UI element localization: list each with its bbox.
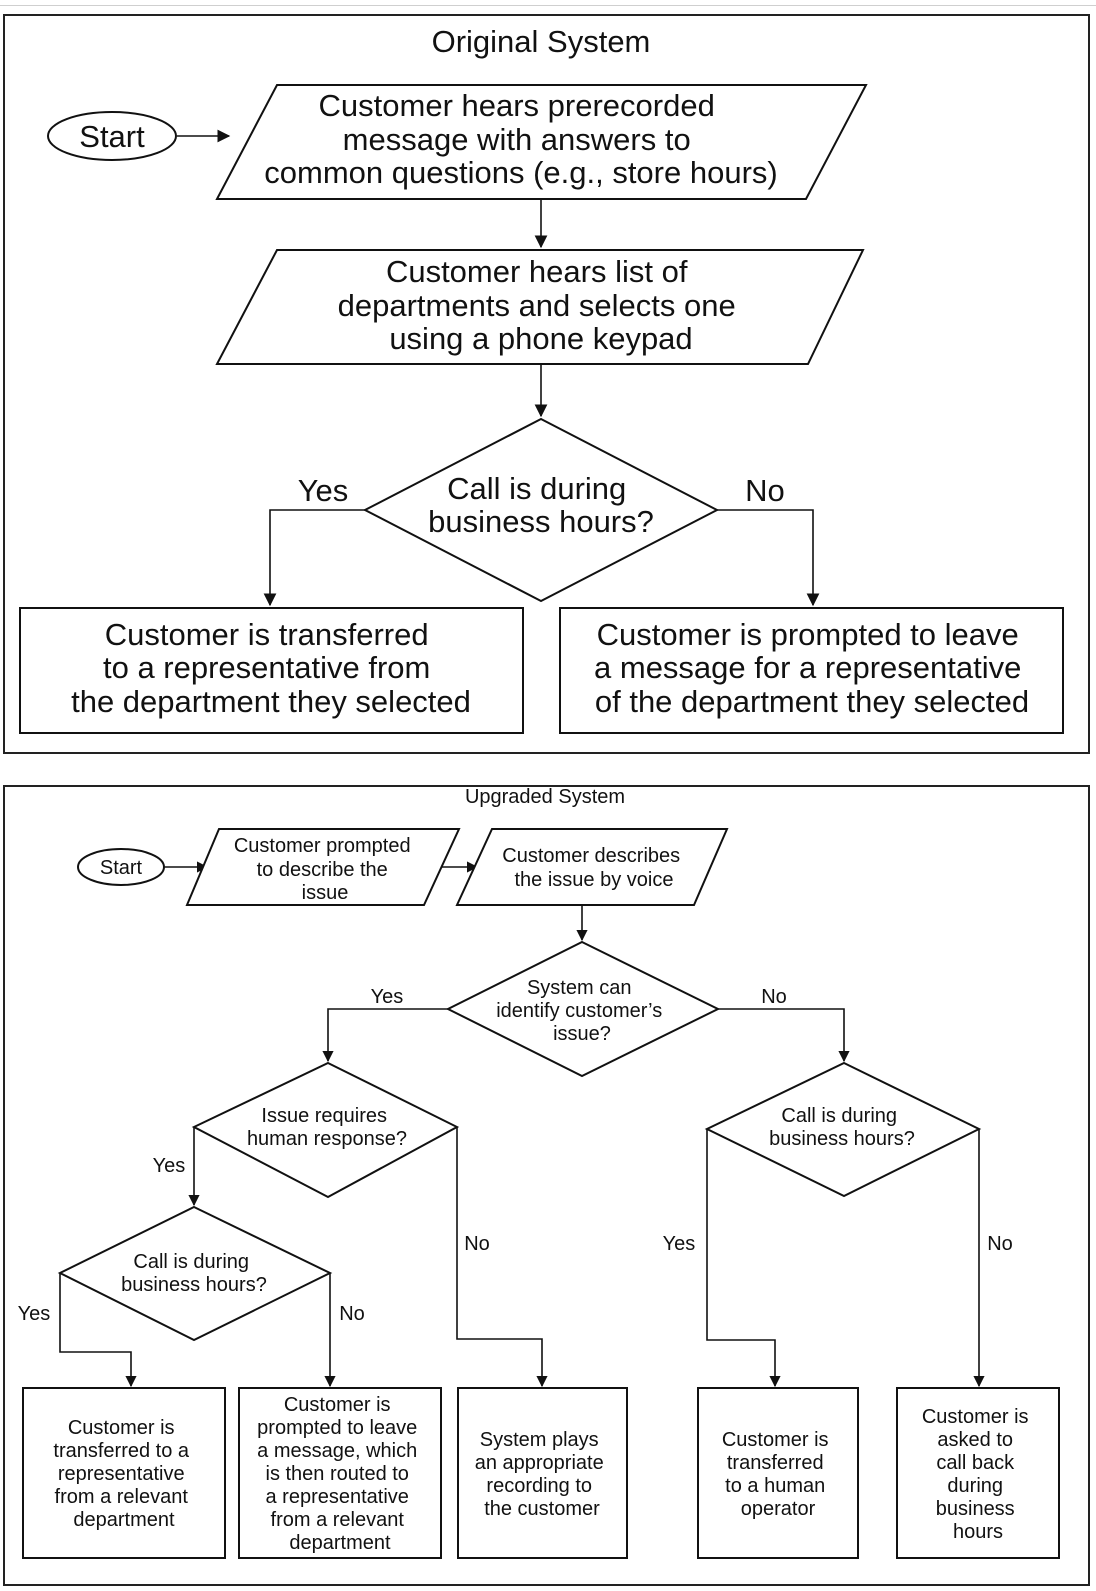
upgraded-hours-right-yes-label: Yes [663,1233,696,1255]
upgraded-title: Upgraded System [465,787,625,808]
upgraded-box4-label: Customer is transferred to a human opera… [722,1429,834,1520]
upgraded-human-label: Issue requires human response? [247,1105,407,1150]
original-step1-label: Customer hears prerecorded message with … [264,88,777,190]
upgraded-box-human-operator [697,1387,859,1559]
upgraded-box3-label: System plays an appropriate recording to… [475,1429,610,1520]
upgraded-hours-left-label: Call is during business hours? [121,1251,267,1296]
upgraded-human-no-label: No [464,1233,490,1255]
upgraded-system-flowchart: Upgraded System Start Customer prompted … [18,787,1060,1559]
upgraded-box1-label: Customer is transferred to a representat… [53,1417,194,1531]
original-step2-io [215,249,865,365]
upgraded-prompt-label: Customer prompted to describe the issue [234,835,416,904]
connector-hours-right-yes [706,1129,781,1388]
connector-identify-yes [322,1008,448,1063]
original-decision-label: Call is during business hours? [428,471,654,539]
connector-identify-no [718,1008,850,1063]
original-start-label: Start [79,119,145,154]
connector-hours-left-yes [59,1273,137,1388]
connector-decision-yes [263,509,365,607]
original-outcome-yes-label: Customer is transferred to a representat… [71,617,471,719]
upgraded-prompt-io [185,828,461,906]
original-title: Original System [432,24,651,59]
upgraded-describe-label: Customer describes the issue by voice [502,845,685,891]
original-outcome-no-box [559,607,1064,734]
upgraded-describe-io [455,828,729,906]
original-start-terminal [47,111,177,161]
upgraded-identify-label: System can identify customer’s issue? [496,977,668,1045]
upgraded-box-leave-message [238,1387,442,1559]
connector-decision-no [717,509,820,607]
original-decision-diamond [362,417,720,603]
connector-human-no [456,1127,548,1388]
original-outcome-no-label: Customer is prompted to leave a message … [594,617,1030,719]
original-outcome-yes-box [19,607,524,734]
upgraded-human-diamond [191,1061,460,1199]
upgraded-start-label: Start [100,857,143,879]
upgraded-start-terminal [77,848,165,886]
upgraded-box-play-recording [457,1387,628,1559]
upgraded-hours-right-diamond [704,1061,982,1198]
original-no-label: No [745,473,785,508]
upgraded-identify-yes-label: Yes [371,986,404,1008]
upgraded-human-yes-label: Yes [153,1155,186,1177]
upgraded-box5-label: Customer is asked to call back during bu… [922,1406,1034,1543]
top-rule [0,5,1096,6]
upgraded-identify-diamond [445,940,721,1078]
original-step1-io [215,84,868,200]
upgraded-hours-right-label: Call is during business hours? [769,1105,915,1150]
original-yes-label: Yes [298,473,349,508]
upgraded-box-transfer-representative [22,1387,226,1559]
original-system-panel: Original System Start Customer hears pre… [3,14,1090,754]
upgraded-hours-left-diamond [57,1205,333,1342]
upgraded-hours-right-no-label: No [987,1233,1013,1255]
original-system-flowchart: Original System Start Customer hears pre… [19,24,1064,734]
upgraded-identify-no-label: No [761,986,787,1008]
upgraded-system-panel: Upgraded System Start Customer prompted … [3,785,1090,1586]
upgraded-hours-left-no-label: No [339,1303,365,1325]
upgraded-hours-left-yes-label: Yes [18,1303,51,1325]
upgraded-box-call-back [896,1387,1060,1559]
original-step2-label: Customer hears list of departments and s… [338,254,745,356]
upgraded-box2-label: Customer is prompted to leave a message,… [257,1394,423,1554]
